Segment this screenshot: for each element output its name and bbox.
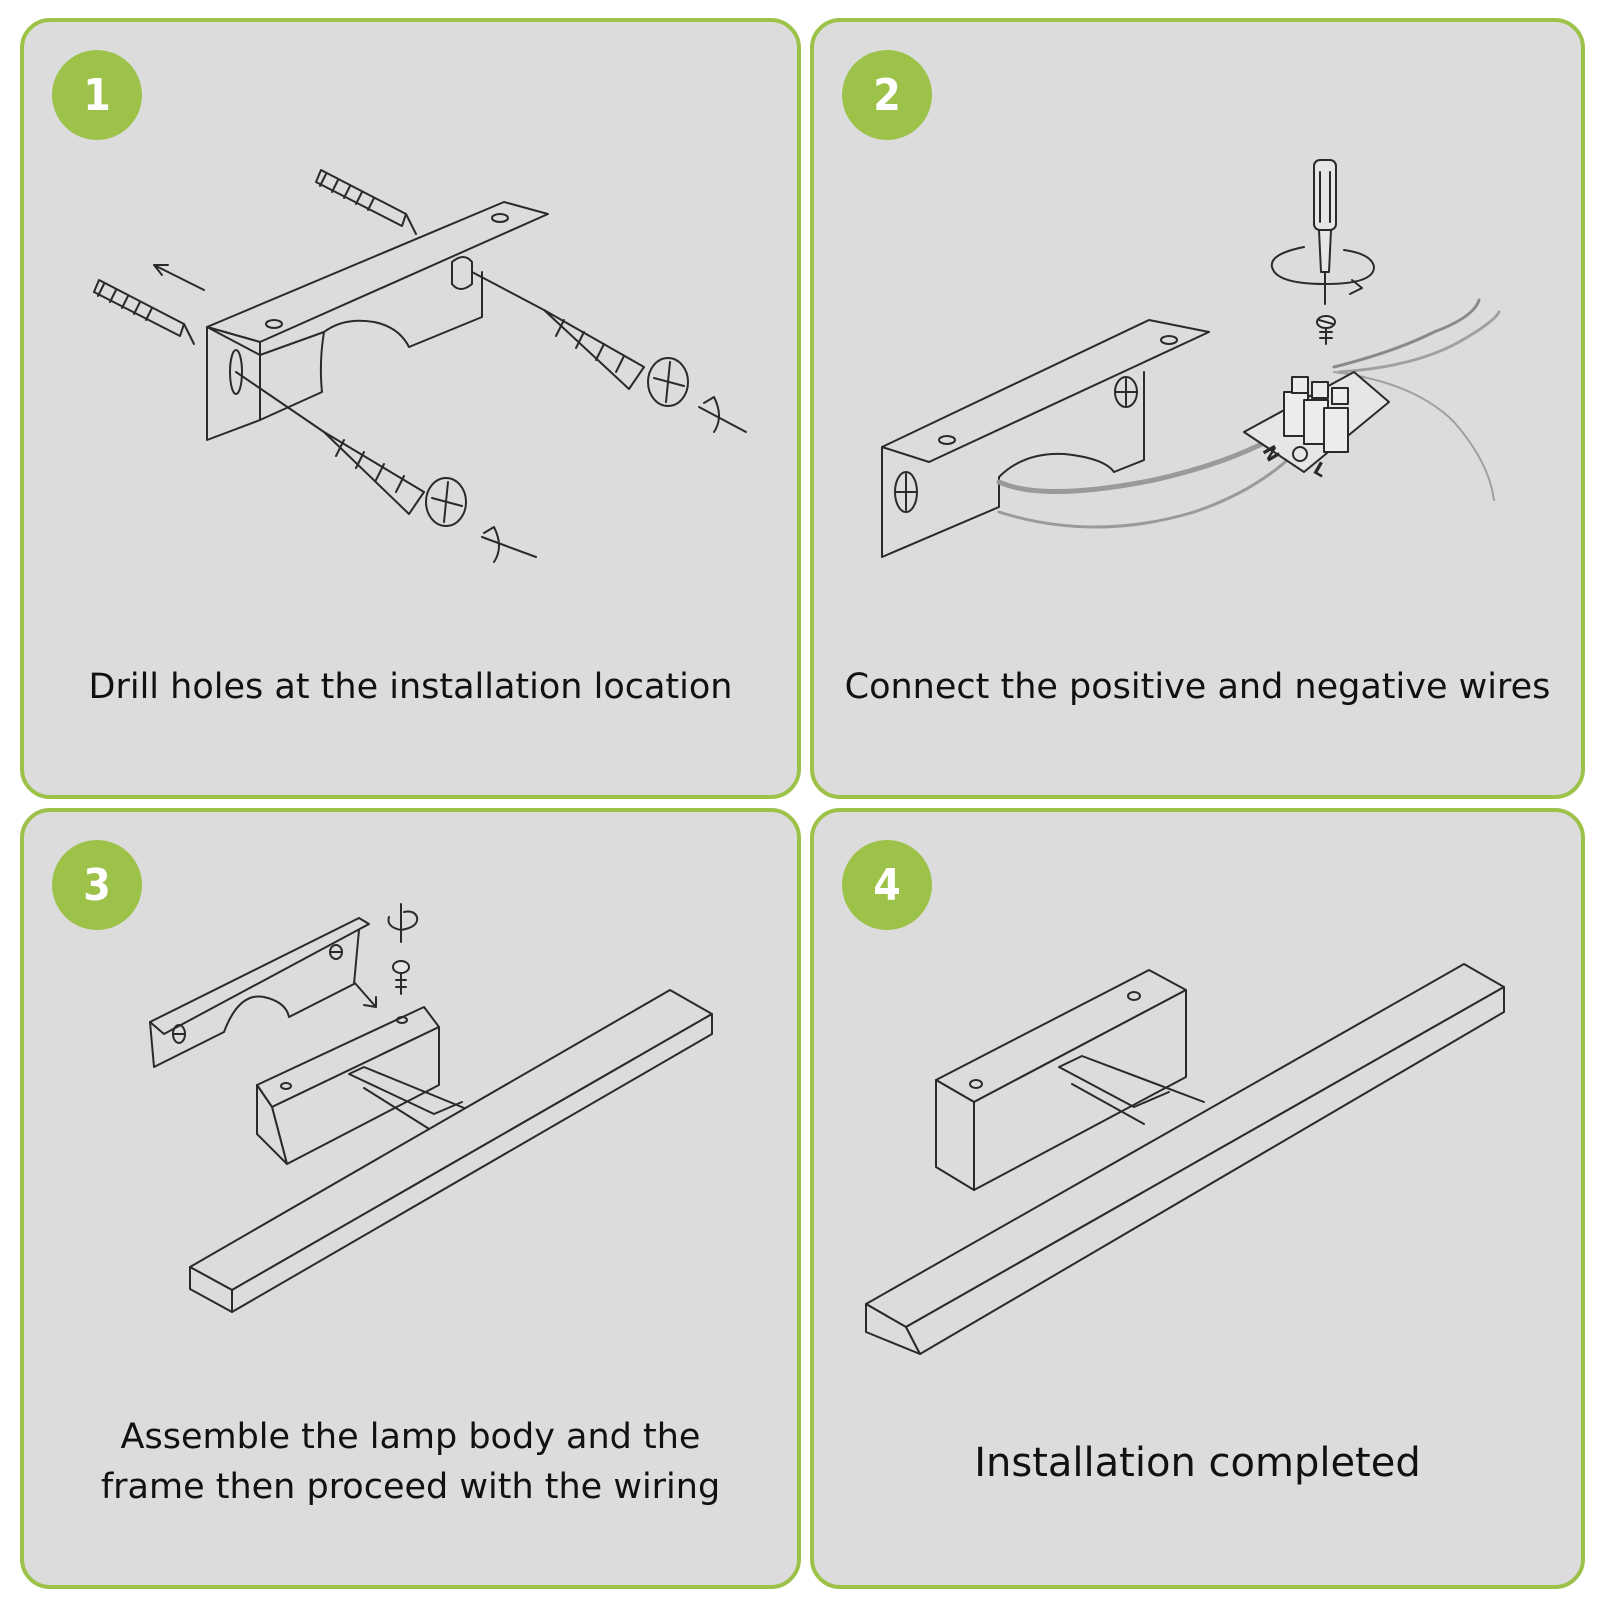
terminal-screw-icon	[1317, 316, 1335, 344]
step-2-panel: 2 N	[810, 18, 1585, 799]
step-1-panel: 1	[20, 18, 801, 799]
step-2-badge: 2	[842, 50, 932, 140]
mirror-lamp	[866, 964, 1504, 1354]
step-3-caption: Assemble the lamp body and the frame the…	[100, 1417, 721, 1507]
mounting-bracket	[882, 320, 1209, 557]
step-1-badge: 1	[52, 50, 142, 140]
direction-arrow-icon	[354, 982, 376, 1007]
step-3-illustration	[24, 812, 797, 1412]
step-1-illustration	[24, 22, 797, 642]
mirror-lamp	[190, 990, 712, 1312]
mounting-bracket	[150, 918, 369, 1067]
step-4-caption: Installation completed	[974, 1440, 1421, 1486]
power-cable	[999, 300, 1499, 527]
step-4-panel: 4 Installation completed	[810, 808, 1585, 1589]
wall-anchor-icon	[316, 170, 416, 234]
screw-icon	[389, 904, 418, 994]
step-4-badge: 4	[842, 840, 932, 930]
screw-icon	[472, 272, 746, 432]
wall-anchor-icon	[94, 280, 194, 344]
step-2-illustration: N L	[814, 22, 1581, 642]
step-4-illustration	[814, 812, 1581, 1412]
mounting-bracket	[207, 202, 548, 440]
step-3-badge: 3	[52, 840, 142, 930]
screwdriver-icon	[1272, 160, 1374, 304]
step-3-panel: 3 Assemble the l	[20, 808, 801, 1589]
terminal-block: N L	[1244, 372, 1389, 482]
direction-arrow-icon	[154, 265, 204, 290]
step-2-caption: Connect the positive and negative wires	[844, 667, 1551, 707]
screw-icon	[236, 372, 536, 562]
step-1-caption: Drill holes at the installation location	[88, 667, 733, 707]
